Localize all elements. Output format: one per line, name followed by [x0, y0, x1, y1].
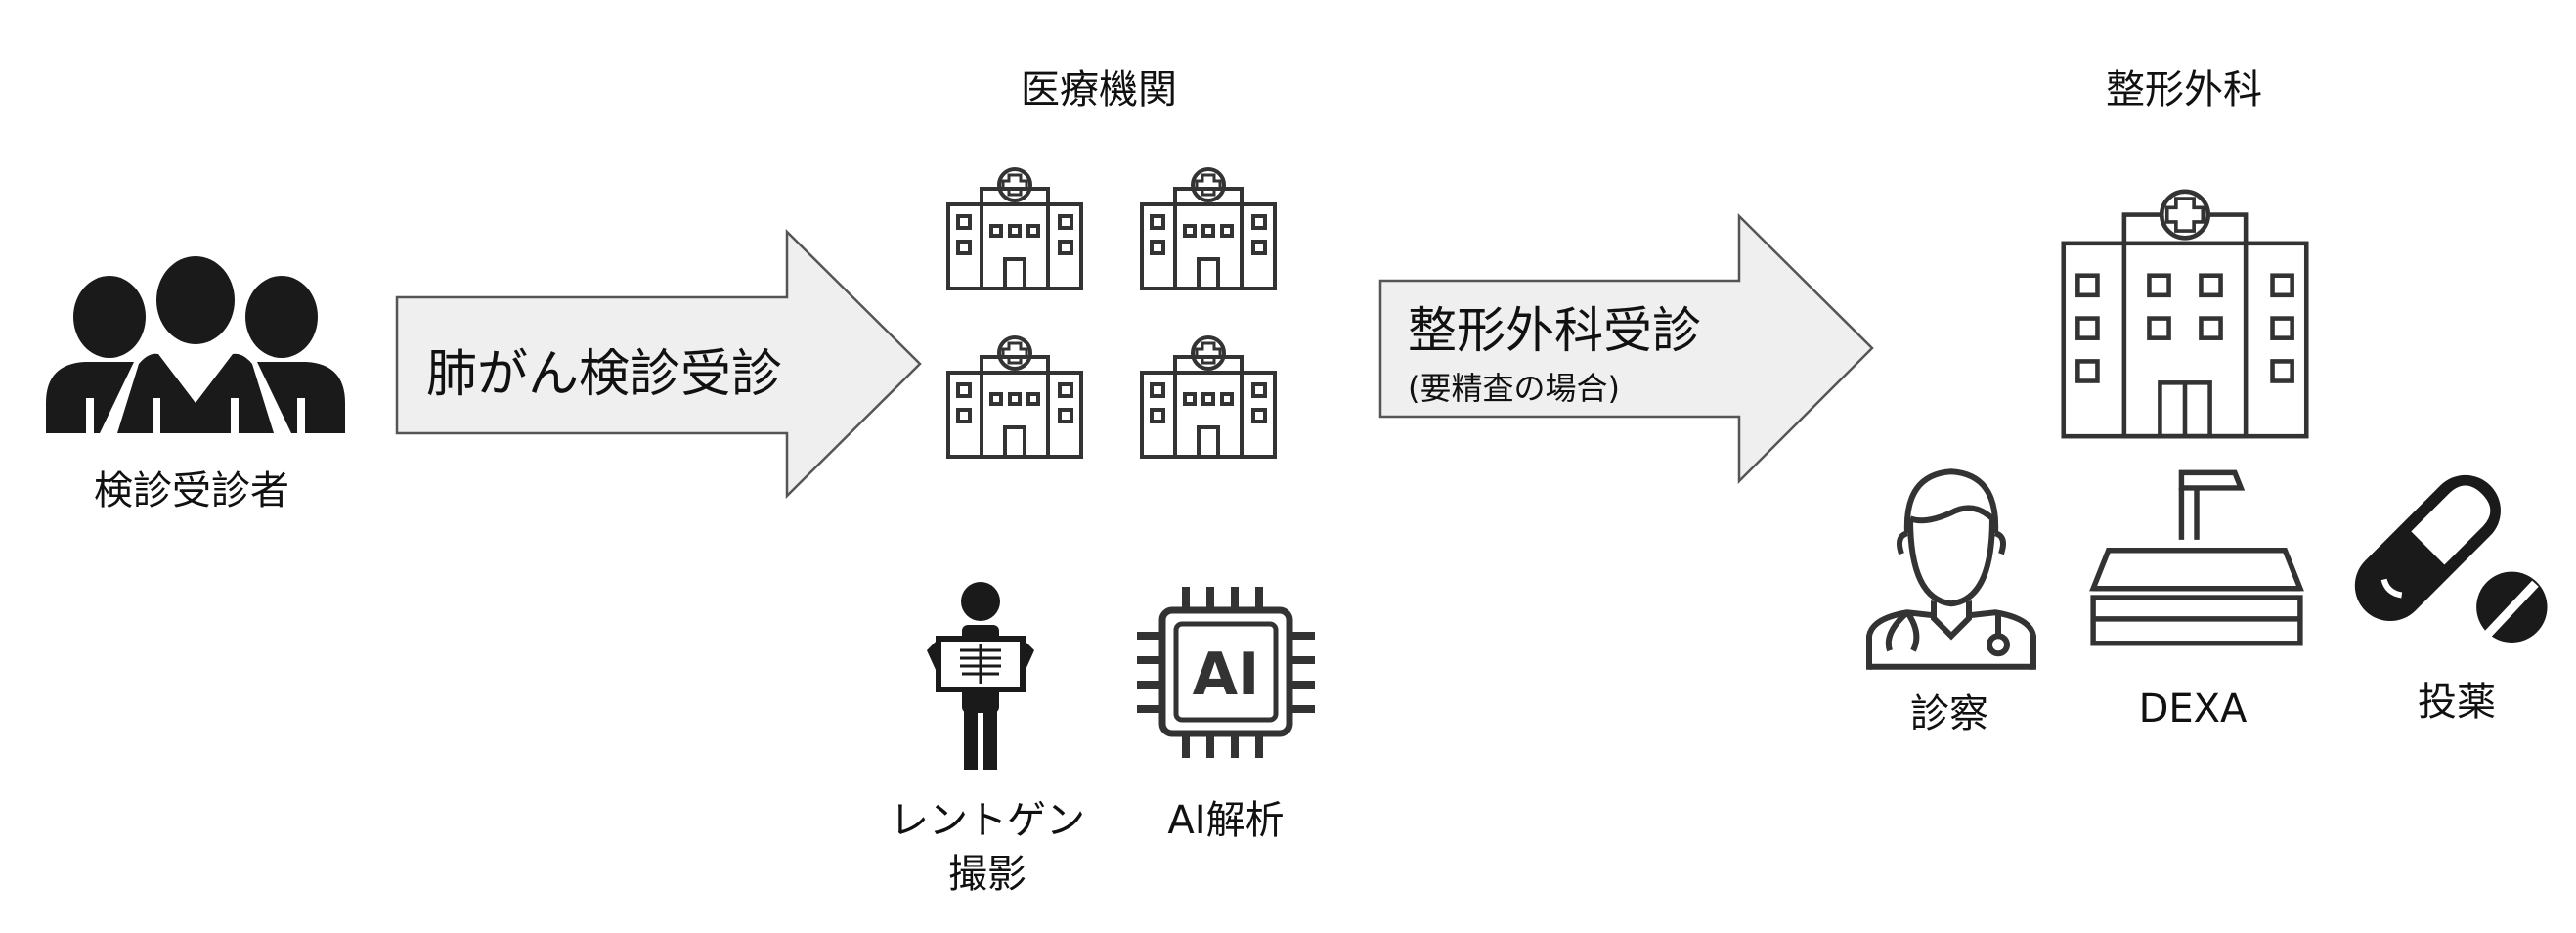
xray-person-icon	[927, 582, 1034, 770]
hospital-icon	[944, 335, 1085, 459]
patients-label: 検診受診者	[94, 468, 289, 513]
hospital-icon	[2061, 189, 2309, 439]
ai-chip-icon: AI	[1137, 587, 1315, 758]
doctor-icon	[1866, 468, 2036, 670]
orthopedics-arrow-label: 整形外科受診	[1408, 302, 1701, 359]
screening-arrow	[395, 228, 922, 500]
ai-label: AI解析	[1167, 798, 1285, 843]
ai-chip-text: AI	[1193, 641, 1260, 709]
dexa-scanner-icon	[2089, 469, 2304, 646]
orthopedics-item-label: DEXA	[2138, 687, 2248, 732]
pill-icon	[2354, 474, 2548, 643]
xray-label-line1: レントゲン	[890, 798, 1085, 843]
hospital-icon	[1138, 335, 1279, 459]
screening-arrow-label: 肺がん検診受診	[426, 345, 783, 404]
orthopedics-arrow-sublabel: (要精査の場合)	[1408, 370, 1620, 407]
institutions-title: 医療機関	[1021, 67, 1177, 112]
orthopedics-item-label: 診察	[1910, 691, 1988, 736]
hospital-icon	[944, 167, 1085, 290]
orthopedics-title: 整形外科	[2106, 67, 2262, 112]
people-group-icon	[46, 256, 345, 433]
orthopedics-item-label: 投薬	[2418, 680, 2496, 725]
orthopedics-arrow	[1378, 212, 1874, 485]
xray-label-line2: 撮影	[948, 852, 1026, 897]
hospital-icon	[1138, 167, 1279, 290]
